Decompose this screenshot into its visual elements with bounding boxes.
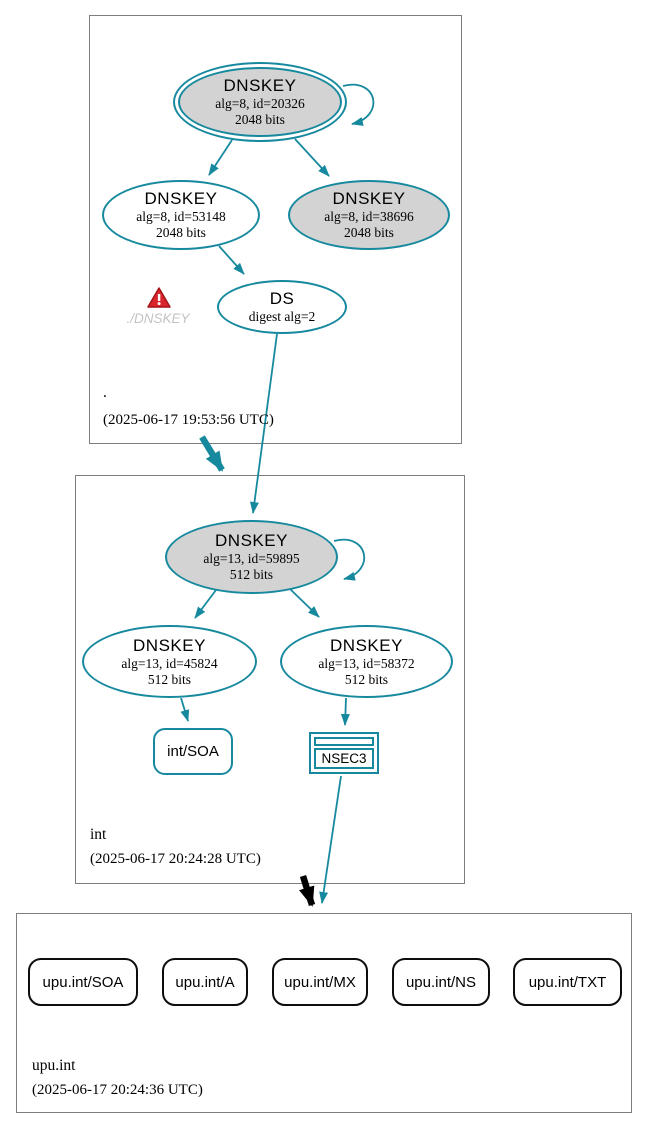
zone-timestamp-int: (2025-06-17 20:24:28 UTC) (90, 851, 261, 867)
node-alg: alg=8, id=38696 (324, 209, 414, 225)
node-alg: alg=13, id=45824 (121, 655, 218, 671)
node-int-ksk-dnskey[interactable]: DNSKEY alg=13, id=59895 512 bits (165, 520, 338, 594)
node-root-ksk-dnskey[interactable]: DNSKEY alg=8, id=20326 2048 bits (173, 62, 347, 142)
node-alg: alg=13, id=59895 (203, 551, 300, 567)
node-upu-int-a[interactable]: upu.int/A (162, 958, 248, 1006)
node-title: DNSKEY (332, 189, 406, 209)
node-ds[interactable]: DS digest alg=2 (217, 280, 347, 334)
node-int-soa[interactable]: int/SOA (153, 728, 233, 775)
node-digest: digest alg=2 (248, 309, 316, 325)
node-int-zsk1-dnskey[interactable]: DNSKEY alg=13, id=45824 512 bits (82, 625, 257, 698)
node-bits: 512 bits (344, 671, 389, 687)
node-upu-int-ns[interactable]: upu.int/NS (392, 958, 490, 1006)
node-root-key2-dnskey[interactable]: DNSKEY alg=8, id=38696 2048 bits (288, 180, 450, 250)
node-upu-int-txt[interactable]: upu.int/TXT (513, 958, 622, 1006)
zone-name-int: int (90, 826, 107, 843)
nsec3-header-bar (314, 737, 374, 746)
zone-timestamp-upu-int: (2025-06-17 20:24:36 UTC) (32, 1082, 203, 1098)
node-title: DNSKEY (215, 531, 288, 551)
node-bits: 512 bits (147, 671, 192, 687)
zone-name-upu-int: upu.int (32, 1057, 76, 1074)
node-title: DNSKEY (144, 189, 218, 209)
node-bits: 2048 bits (235, 112, 285, 128)
node-title: DNSKEY (330, 635, 403, 655)
node-nsec3[interactable]: NSEC3 (309, 732, 379, 774)
node-bits: 2048 bits (156, 225, 206, 241)
node-title: DS (269, 289, 295, 309)
node-upu-int-mx[interactable]: upu.int/MX (272, 958, 368, 1006)
node-title: DNSKEY (223, 76, 297, 96)
zone-timestamp-root: (2025-06-17 19:53:56 UTC) (103, 412, 274, 428)
node-bits: 2048 bits (344, 225, 394, 241)
node-root-zsk-dnskey[interactable]: DNSKEY alg=8, id=53148 2048 bits (102, 180, 260, 250)
node-alg: alg=8, id=20326 (215, 96, 305, 112)
warning-icon[interactable] (146, 286, 172, 310)
warning-target-label: ./DNSKEY (126, 311, 190, 326)
nsec3-label: NSEC3 (314, 748, 374, 769)
node-upu-int-soa[interactable]: upu.int/SOA (28, 958, 138, 1006)
node-alg: alg=13, id=58372 (318, 655, 415, 671)
zone-box-upu-int (16, 913, 632, 1113)
node-title: DNSKEY (133, 635, 206, 655)
node-alg: alg=8, id=53148 (136, 209, 226, 225)
node-bits: 512 bits (229, 567, 274, 583)
node-root-ksk-inner: DNSKEY alg=8, id=20326 2048 bits (178, 67, 342, 137)
node-int-zsk2-dnskey[interactable]: DNSKEY alg=13, id=58372 512 bits (280, 625, 453, 698)
zone-name-root: . (103, 384, 107, 401)
